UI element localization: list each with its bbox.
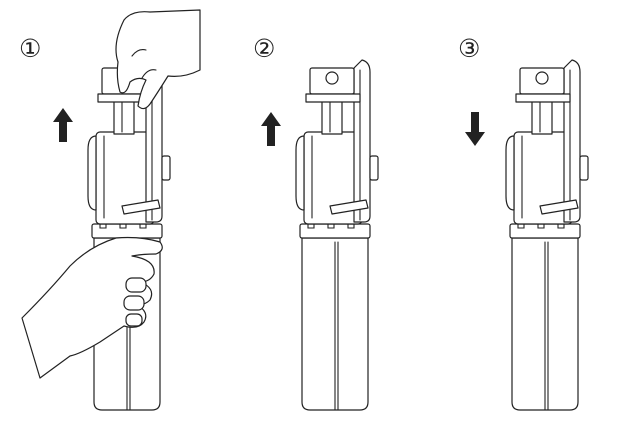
- arrow-up-icon: [53, 108, 73, 142]
- arrow-up-icon: [261, 112, 281, 146]
- step-2-number: ②: [253, 34, 276, 63]
- step-1-number: ①: [19, 34, 42, 63]
- hand-icon: [115, 9, 201, 110]
- step-3-device: [505, 59, 589, 411]
- step-2-device: [295, 59, 379, 411]
- hand-icon: [21, 236, 163, 379]
- arrow-down-icon: [465, 112, 485, 146]
- step-3-number: ③: [458, 34, 481, 63]
- step-1-device: [87, 59, 171, 411]
